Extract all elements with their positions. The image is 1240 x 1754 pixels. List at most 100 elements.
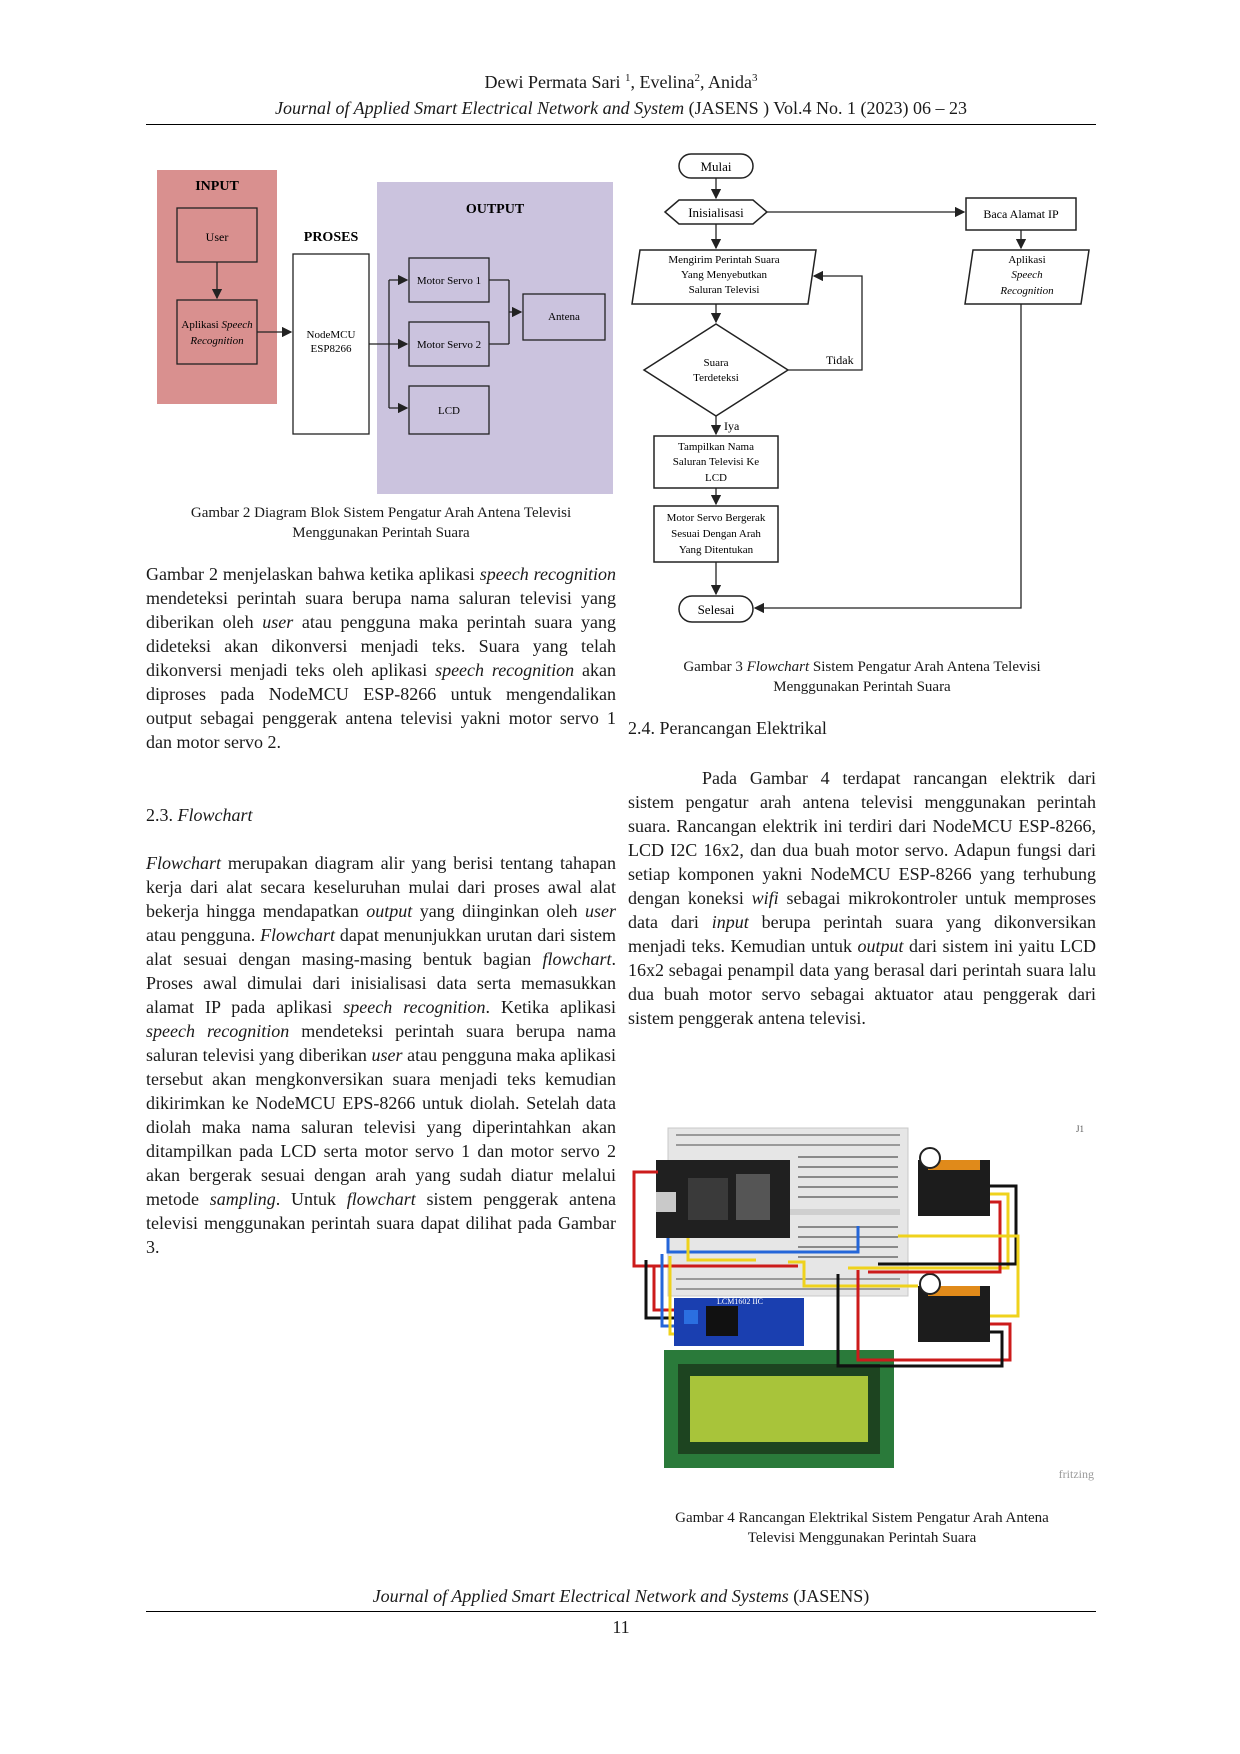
footer-rule [146,1611,1096,1612]
read-ip-label: Baca Alamat IP [983,207,1059,221]
figure-4-caption-line2: Televisi Menggunakan Perintah Suara [747,1530,977,1546]
figure-4-caption-line1: Gambar 4 Rancangan Elektrikal Sistem Pen… [675,1510,1049,1526]
no-label: Tidak [826,353,854,367]
output-label: OUTPUT [466,202,525,217]
text-run: . Untuk [275,1189,347,1209]
header-rule [146,124,1096,125]
paragraph-2-text: Flowchart merupakan diagram alir yang be… [146,851,616,1259]
italic-term: Flowchart [260,925,336,945]
affil-1: 1 [624,72,631,84]
fritzing-watermark: fritzing [1059,1467,1094,1481]
text-run: akan diproses pada NodeMCU ESP-8266 untu… [146,660,616,752]
journal-name: Journal of Applied Smart Electrical Netw… [275,98,685,118]
text-run: yang diinginkan oleh [412,901,585,921]
text-run: . Ketika aplikasi [485,997,616,1017]
text-run: atau pengguna maka aplikasi tersebut aka… [146,1045,616,1209]
italic-term: wifi [751,888,779,908]
text-run: atau pengguna. [146,925,261,945]
figure-3-flowchart: Mulai Inisialisasi Baca Alamat IP Mengir… [631,153,1090,623]
end-terminal [678,595,754,623]
paragraph-3-text: Pada Gambar 4 terdapat rancangan elektri… [628,766,1096,1030]
send-command-line2: Yang Menyebutkan [681,269,767,281]
italic-term: output [857,936,904,956]
speech-app-line2: Recognition [189,335,244,347]
nodemcu-line1: NodeMCU [307,329,356,341]
text-run: Gambar 2 menjelaskan bahwa ketika aplika… [146,564,480,584]
show-lcd-line2: Saluran Televisi Ke [673,456,760,468]
text-run: dari sistem ini yaitu LCD 16x2 sebagai p… [628,936,1096,1028]
italic-term: output [366,901,413,921]
figure-3-caption-line2: Menggunakan Perintah Suara [773,679,951,695]
servo1-label: Motor Servo 1 [417,275,481,287]
decision-line2: Terdeteksi [693,372,739,384]
figure-4-caption: Gambar 4 Rancangan Elektrikal Sistem Pen… [628,1508,1096,1548]
figure-2-caption-line1: Gambar 2 Diagram Blok Sistem Pengatur Ar… [190,505,572,521]
voice-detected-decision [642,323,790,417]
servo-move-box [653,505,779,563]
servo-move-line2: Sesuai Dengan Arah [671,528,761,540]
running-header-authors: Dewi Permata Sari 1, Evelina2, Anida3 [146,72,1096,93]
section-heading-2-4: 2.4. Perancangan Elektrikal [628,718,827,738]
figure-3-caption-line1: Gambar 3 Flowchart Sistem Pengatur Arah … [683,659,1041,675]
text-run: . Proses awal dimulai dari inisialisasi … [146,949,616,1017]
start-label: Mulai [700,159,731,174]
figure-3-caption: Gambar 3 Flowchart Sistem Pengatur Arah … [628,657,1096,697]
end-label: Selesai [698,602,735,617]
nodemcu-line2: ESP8266 [311,343,352,355]
affil-3: 3 [751,72,758,84]
italic-term: flowchart [346,1189,416,1209]
servo1-box [408,257,490,303]
decision-line1: Suara [703,357,728,369]
text-run: mendeteksi perintah suara berupa nama sa… [146,1021,616,1065]
paragraph-figure2-explanation: Gambar 2 menjelaskan bahwa ketika aplika… [146,562,616,754]
speech-app-line2: Speech [1011,269,1043,281]
italic-term: flowchart [542,949,612,969]
lcd-screen [690,1376,868,1442]
antena-box [522,293,606,341]
running-header-journal: Journal of Applied Smart Electrical Netw… [146,98,1096,119]
show-lcd-line3: LCD [705,472,727,484]
speech-app-line1: Aplikasi [1008,254,1045,266]
author-3: , Anida [699,72,752,92]
text-run: berupa perintah suara yang dikonversikan… [628,912,1096,956]
figure-2-caption: Gambar 2 Diagram Blok Sistem Pengatur Ar… [146,503,616,543]
text-run: mendeteksi perintah suara berupa nama sa… [146,588,616,632]
send-command-line1: Mengirim Perintah Suara [668,254,779,266]
author-1: Dewi Permata Sari [484,72,625,92]
paragraph-flowchart: Flowchart merupakan diagram alir yang be… [146,851,616,1259]
send-command-line3: Saluran Televisi [689,284,760,296]
italic-term: user [584,901,616,921]
speech-app-line3: Recognition [999,285,1054,297]
show-lcd-line1: Tampilkan Nama [678,441,754,453]
antena-label: Antena [548,311,580,323]
italic-term: speech recognition [435,660,575,680]
page-number: 11 [612,1617,630,1637]
servo-move-line3: Yang Ditentukan [679,544,754,556]
text-run: dapat menunjukkan urutan dari sistem ala… [146,925,616,969]
text-run: sistem penggerak antena televisi menggun… [146,1189,617,1257]
italic-term: speech recognition [479,564,616,584]
speech-app-box [176,299,258,365]
lcd-box [408,385,490,435]
proses-label: PROSES [304,230,359,245]
input-label: INPUT [195,179,239,194]
italic-term: speech recognition [146,1021,290,1041]
affil-2: 2 [694,72,700,84]
text-run: merupakan diagram alir yang berisi tenta… [146,853,616,921]
init-label: Inisialisasi [688,205,744,220]
send-command-io [631,249,817,305]
user-label: User [206,230,229,244]
italic-term: sampling [209,1189,276,1209]
i2c-module-label: LCM1602 IIC [717,1297,763,1306]
text-run: atau pengguna maka perintah suara yang d… [146,612,616,680]
j1-label: J1 [1076,1124,1084,1134]
speech-app-io [964,249,1090,305]
footer-journal: Journal of Applied Smart Electrical Netw… [372,1586,870,1606]
italic-term: speech recognition [343,997,486,1017]
text-run: sebagai mikrokontroler untuk memproses d… [628,888,1096,932]
servo-move-line1: Motor Servo Bergerak [667,512,766,524]
yes-label: Iya [724,419,740,433]
italic-term: user [371,1045,403,1065]
figure-2-caption-line2: Menggunakan Perintah Suara [292,525,470,541]
servo2-label: Motor Servo 2 [417,339,481,351]
